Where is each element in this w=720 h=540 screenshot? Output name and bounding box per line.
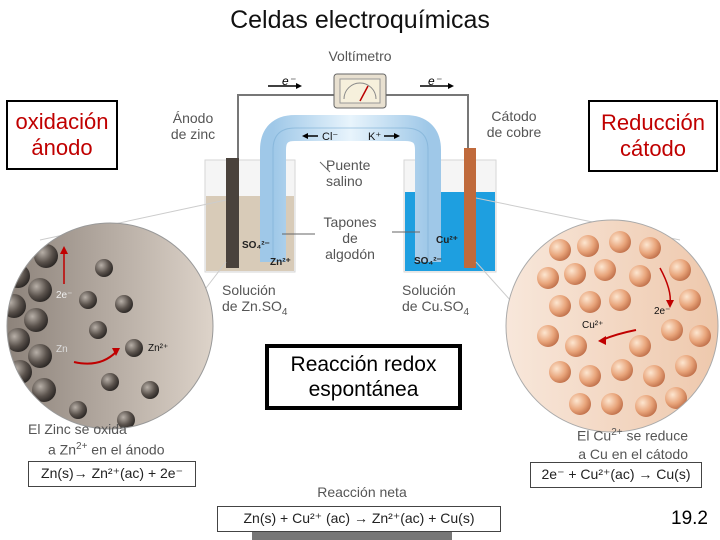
zinc-atom xyxy=(101,373,119,391)
page-number: 19.2 xyxy=(671,508,708,529)
electron-left-label: e⁻ xyxy=(282,74,296,88)
zinc-atom xyxy=(24,308,48,332)
copper-atom xyxy=(669,259,691,281)
zinc-atom xyxy=(115,295,133,313)
copper-atom xyxy=(609,231,631,253)
copper-atom xyxy=(579,365,601,387)
copper-atom xyxy=(661,319,683,341)
zinc-atom xyxy=(117,411,135,429)
copper-atom xyxy=(643,365,665,387)
zinc-atom-label: Zn xyxy=(56,344,68,355)
zinc-atom xyxy=(69,401,87,419)
zinc-atom xyxy=(10,238,34,262)
zinc-half-equation: Zn(s)→ Zn²⁺(ac) + 2e⁻ xyxy=(28,461,196,487)
copper-atom xyxy=(609,289,631,311)
zinc-atom xyxy=(95,259,113,277)
copper-atom xyxy=(569,393,591,415)
copper-atom xyxy=(679,289,701,311)
electron-right-label: e⁻ xyxy=(428,74,442,88)
copper-atom xyxy=(579,291,601,313)
zinc-atom xyxy=(89,321,107,339)
chloride-ion-label: Cl⁻ xyxy=(322,131,339,143)
copper-atom xyxy=(537,325,559,347)
copper-atom xyxy=(675,355,697,377)
copper-atom xyxy=(565,335,587,357)
page-title: Celdas electroquímicas xyxy=(230,6,490,34)
copper-atom xyxy=(549,295,571,317)
net-reaction-label: Reacción neta xyxy=(317,484,407,500)
zinc-ion-zoom-label: Zn²⁺ xyxy=(148,343,169,354)
voltmeter-label: Voltímetro xyxy=(328,48,392,64)
zinc-atom xyxy=(28,344,52,368)
zinc-atom xyxy=(125,339,143,357)
potassium-ion-label: K⁺ xyxy=(368,131,382,143)
copper-atom xyxy=(629,335,651,357)
copper-atom xyxy=(629,265,651,287)
zinc-atom xyxy=(8,360,32,384)
zinc-atom xyxy=(7,294,26,318)
copper-atom xyxy=(549,361,571,383)
copper-atom xyxy=(665,387,687,409)
net-reaction-equation: Zn(s) + Cu²⁺ (ac) → Zn²⁺(ac) + Cu(s) xyxy=(217,506,501,532)
zinc-atom xyxy=(34,244,58,268)
zinc-atom xyxy=(141,381,159,399)
zinc-ion-beaker-label: Zn²⁺ xyxy=(270,257,291,268)
copper-atom xyxy=(601,393,623,415)
copper-reduces-text: El Cu2+ se reduce a Cu en el cátodo xyxy=(576,427,688,462)
copper-atom xyxy=(635,395,657,417)
two-electrons-left-label: 2e⁻ xyxy=(56,290,73,301)
copper-atom xyxy=(611,359,633,381)
copper-atom xyxy=(689,325,711,347)
copper-atom xyxy=(564,263,586,285)
zinc-atom xyxy=(32,378,56,402)
sulfate-right-label: SO₄²⁻ xyxy=(414,256,442,267)
zinc-atom xyxy=(7,264,30,288)
zinc-atom xyxy=(79,291,97,309)
copper-atom xyxy=(639,237,661,259)
copper-ion-zoom-label: Cu²⁺ xyxy=(582,320,604,331)
copper-half-equation: 2e⁻ + Cu²⁺(ac) → Cu(s) xyxy=(530,462,702,488)
copper-atom xyxy=(577,235,599,257)
copper-atom xyxy=(594,259,616,281)
two-electrons-right-label: 2e⁻ xyxy=(654,306,671,317)
zinc-atom xyxy=(7,328,30,352)
copper-ion-beaker-label: Cu²⁺ xyxy=(436,235,458,246)
sulfate-left-label: SO₄²⁻ xyxy=(242,240,270,251)
copper-atom xyxy=(537,267,559,289)
zinc-atom xyxy=(28,278,52,302)
zinc-oxidizes-text: El Zinc se oxida a Zn2+ en el ánodo xyxy=(28,421,165,458)
copper-atom xyxy=(549,239,571,261)
